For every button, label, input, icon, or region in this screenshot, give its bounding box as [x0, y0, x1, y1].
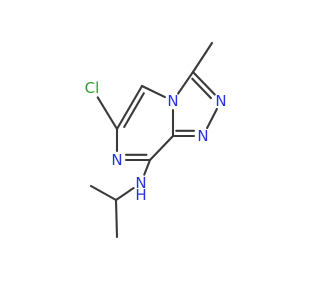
bond-ch-me1 [89, 184, 118, 202]
bond-c3-n2-inner [191, 77, 213, 100]
atom-label-n2: N [215, 92, 226, 110]
atom-label-cl: Cl [85, 79, 100, 97]
atom-label-h: H [135, 186, 146, 204]
bond-c8-nh [143, 158, 152, 176]
bond-n4-c3 [177, 70, 195, 95]
bond-c8a-c8 [148, 134, 175, 162]
atom-label-n4: N [167, 92, 178, 110]
bond-c6-c5-inner [123, 92, 145, 129]
bond-c3-me [191, 41, 214, 74]
bond-c5-n4 [140, 84, 166, 99]
atom-label-nh: N [135, 174, 146, 192]
bond-nh-ch [114, 187, 135, 202]
bond-layer [89, 41, 218, 239]
bond-c6-c5 [115, 84, 144, 131]
bond-c3-n2 [191, 70, 216, 96]
atom-label-n1: N [197, 127, 208, 145]
atom-label-n7: N [111, 151, 122, 169]
bond-n2-n1 [206, 107, 218, 130]
bond-ch-me2 [114, 198, 119, 239]
bond-cl-c6 [96, 96, 119, 131]
